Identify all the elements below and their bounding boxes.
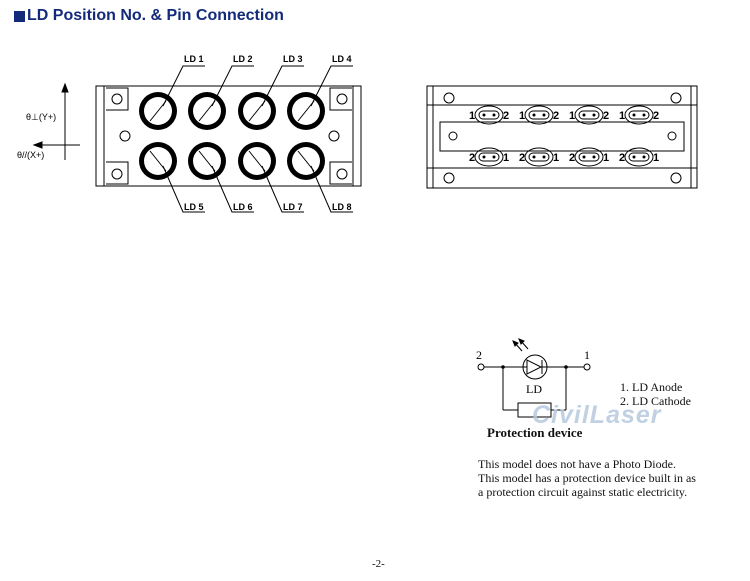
ld-3-socket [238,92,276,130]
note-line-1: This model does not have a Photo Diode. [478,457,676,471]
rear-top-pin-sockets [474,105,654,125]
note-line-3: a protection circuit against static elec… [478,485,688,499]
rear-top-3-left: 1 [569,110,575,122]
rear-top-2-left: 1 [519,110,525,122]
rear-top-1-right: 2 [503,110,509,122]
ld-6-label: LD 6 [233,202,253,212]
rear-bottom-2-left: 2 [519,152,525,164]
axis-x-label: θ//(X+) [17,150,44,160]
rear-top-pin-dots [482,113,646,117]
watermark-logo: CivilLaser [532,401,662,429]
ld-2-socket [188,92,226,130]
note-line-2: This model has a protection device built… [478,471,696,485]
rear-bottom-3-left: 2 [569,152,575,164]
rear-top-2-right: 2 [553,110,559,122]
rear-bottom-4-right: 1 [653,152,659,164]
page-title-text: LD Position No. & Pin Connection [27,7,284,24]
circuit-nodes [501,365,568,369]
circuit-pin-right: 1 [584,348,590,362]
diode-label: LD [526,382,542,396]
ld-8-socket [287,142,325,180]
ld-7-label: LD 7 [283,202,303,212]
ld-1-socket [139,92,177,130]
axis-indicator [32,82,80,160]
rear-bottom-3-right: 1 [603,152,609,164]
ld-8-label: LD 8 [332,202,352,212]
rear-bottom-pin-sockets [474,147,654,167]
title-square-icon [14,10,25,22]
ld-3-label: LD 3 [283,54,303,64]
circuit-diagram [477,338,591,418]
rear-bottom-2-right: 1 [553,152,559,164]
rear-bottom-pin-dots [482,155,646,159]
rear-top-4-left: 1 [619,110,625,122]
circuit-pin-left: 2 [476,348,482,362]
protection-device-label: Protection device [487,425,583,440]
page-number: -2- [372,558,385,570]
rear-top-3-right: 2 [603,110,609,122]
pin-legend-cathode: 2. LD Cathode [620,394,691,408]
top-leader-lines [162,65,353,213]
axis-y-label: θ⊥(Y+) [26,112,56,122]
page-title: LD Position No. & Pin Connection [14,7,284,25]
ld-4-label: LD 4 [332,54,352,64]
ld-1-label: LD 1 [184,54,204,64]
rear-top-4-right: 2 [653,110,659,122]
rear-bottom-1-left: 2 [469,152,475,164]
ld-5-socket [139,142,177,180]
pin-legend-anode: 1. LD Anode [620,380,683,394]
ld-7-socket [238,142,276,180]
ld-2-label: LD 2 [233,54,253,64]
front-housing [95,85,362,187]
rear-top-1-left: 1 [469,110,475,122]
ld-6-socket [188,142,226,180]
ld-4-socket [287,92,325,130]
ld-5-label: LD 5 [184,202,204,212]
rear-bottom-1-right: 1 [503,152,509,164]
rear-housing [426,85,698,189]
rear-bottom-4-left: 2 [619,152,625,164]
